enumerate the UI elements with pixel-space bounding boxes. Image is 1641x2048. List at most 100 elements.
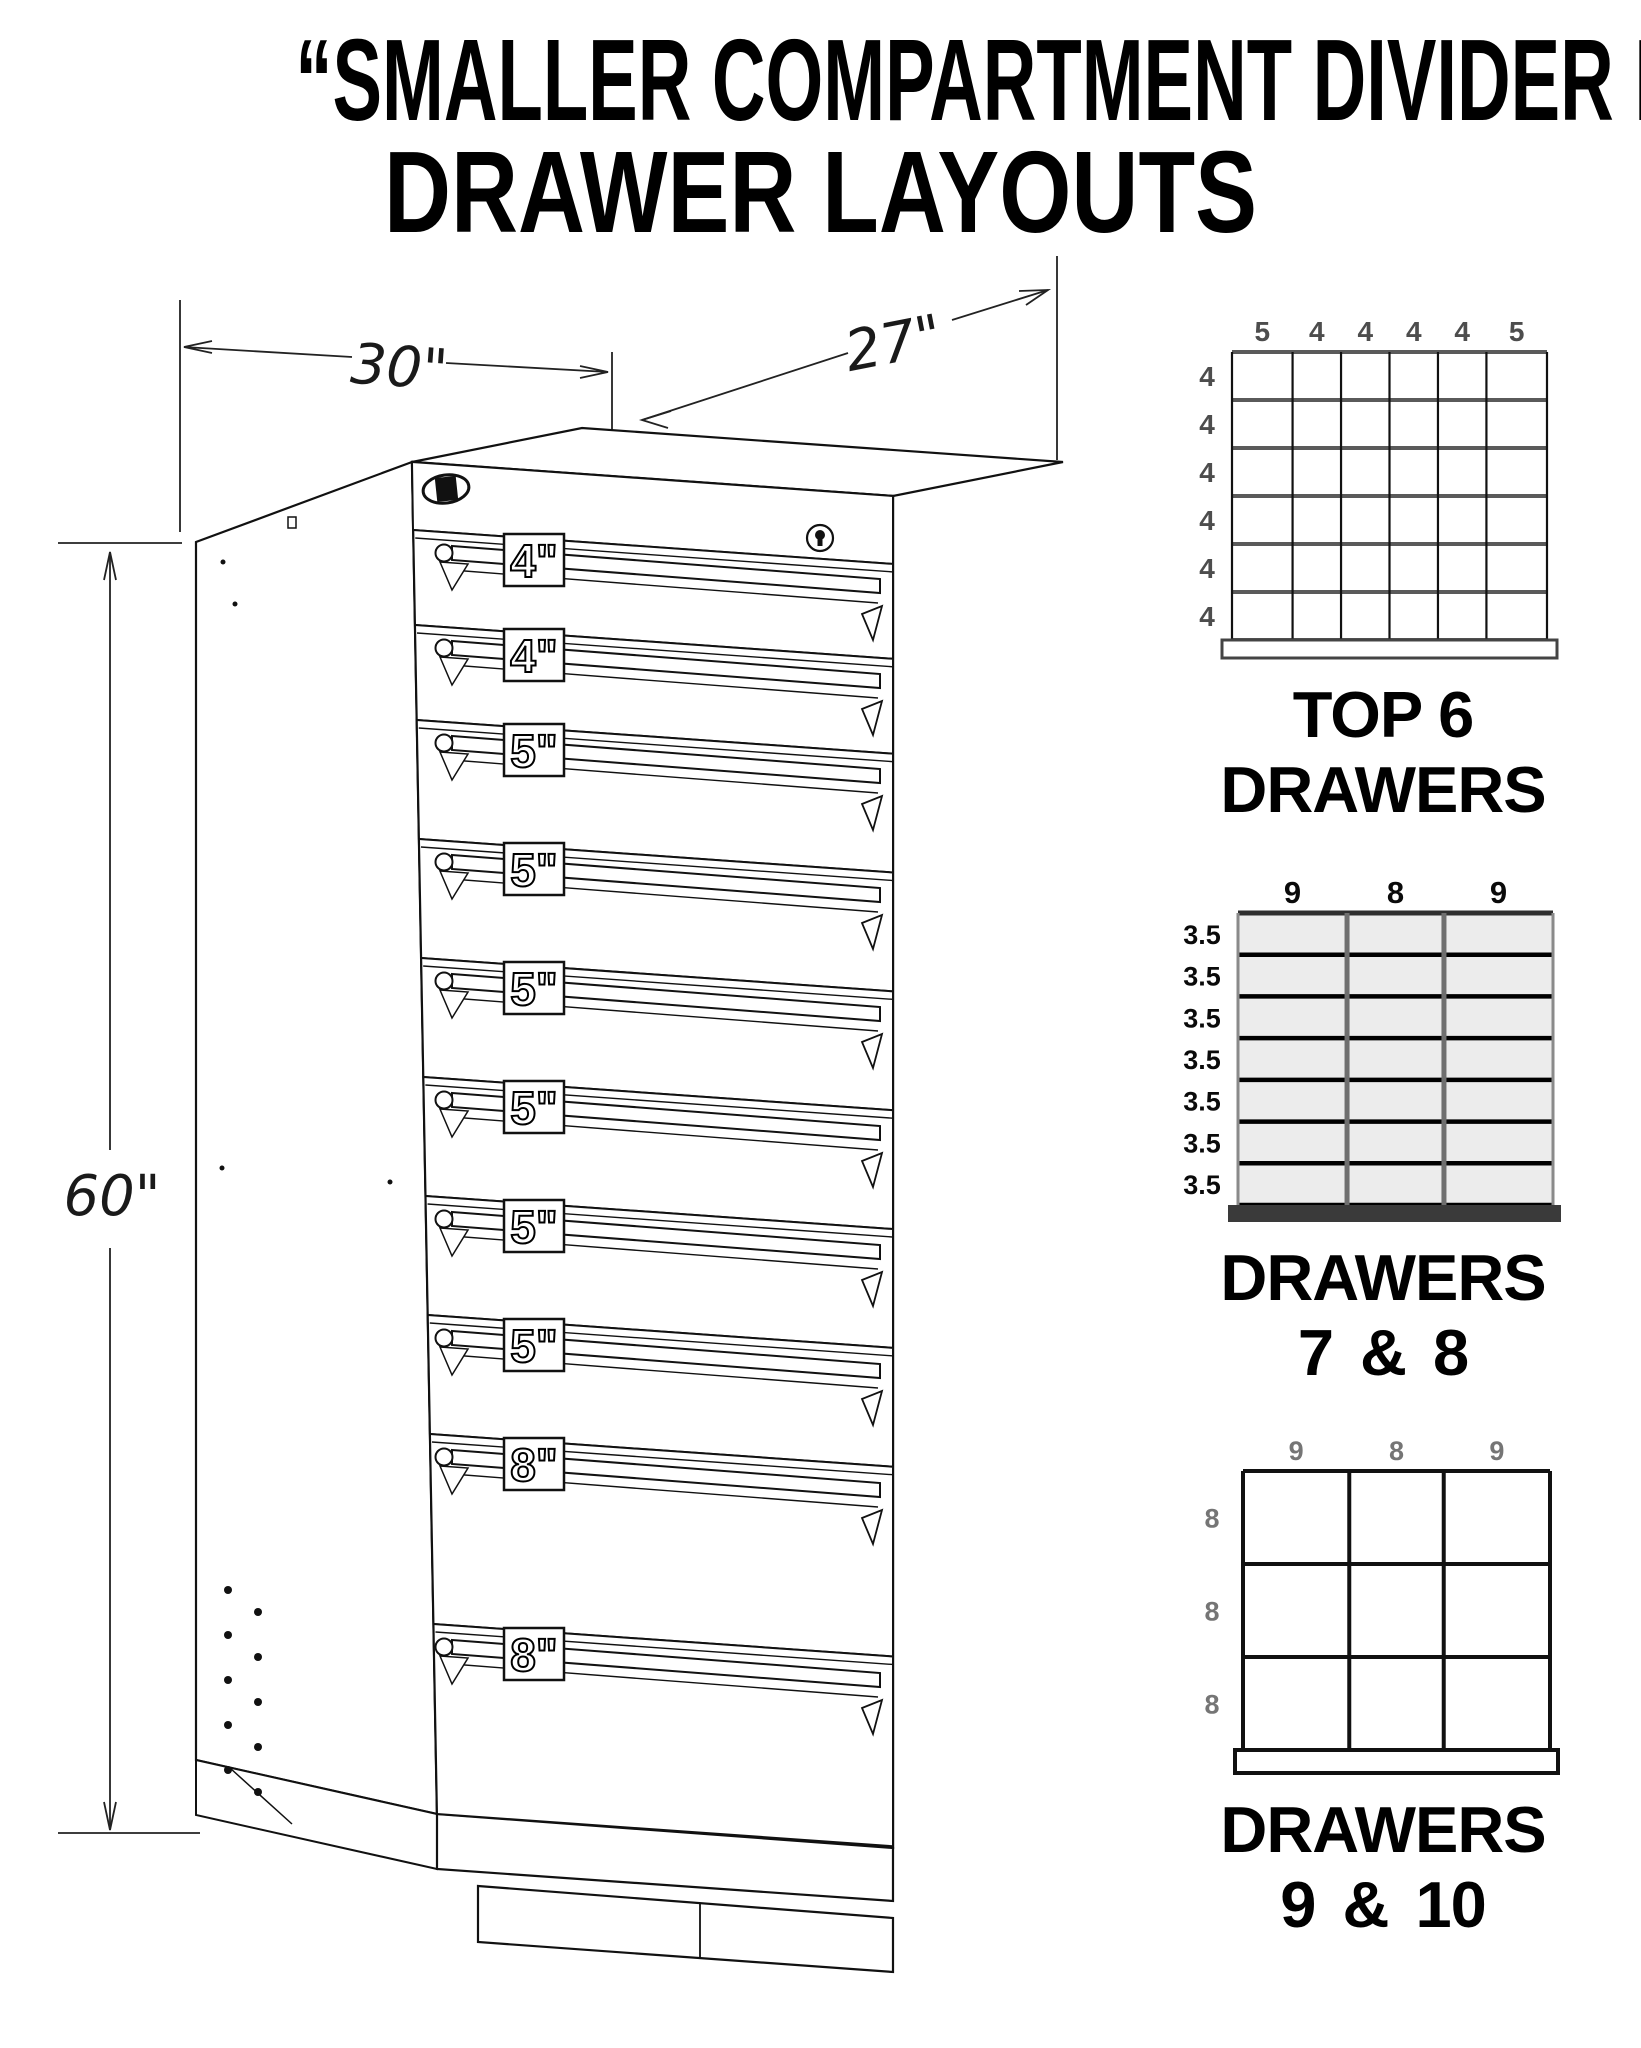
grid-row-label: 4 (1199, 553, 1215, 584)
drawer-size-chip (502, 841, 566, 897)
drawer-size-label: 4" (510, 535, 557, 587)
drawer-front: 5" (420, 956, 894, 1112)
layout-caption: TOP 6 (1293, 678, 1473, 751)
handle-end-cap (434, 1637, 454, 1657)
grid-col-label: 9 (1489, 1436, 1504, 1466)
handle-right-bracket (860, 1032, 884, 1071)
drawer-size-label: 5" (510, 1201, 557, 1253)
handle-right-bracket (860, 1151, 884, 1190)
arrowhead (183, 340, 213, 354)
title-block: “SMALLER COMPARTMENT DIVIDER KIT“ DRAWER… (0, 22, 1641, 250)
drawer-top-edge (423, 965, 894, 1001)
drawer-stack: 4" 4" 5" 5" 5" 5" 5" 5" 8" 8" (412, 528, 894, 1848)
grid-col-label: 5 (1509, 316, 1525, 347)
handle-right-bracket (860, 1698, 884, 1737)
handle-left-bracket (438, 1108, 470, 1139)
arrowhead (103, 1801, 117, 1831)
grid-col-label: 4 (1454, 316, 1470, 347)
handle-end-cap (434, 1328, 454, 1348)
grid-row-label: 8 (1204, 1597, 1219, 1627)
layout-caption: DRAWERS (1220, 1241, 1545, 1314)
handle-right-bracket (860, 1270, 884, 1309)
dimension-line (445, 362, 609, 373)
drawer-front: 5" (417, 837, 894, 993)
cabinet-side-panel (194, 460, 439, 1816)
drawer-size-label: 5" (510, 1320, 557, 1372)
dimension-line (951, 289, 1049, 321)
drawer-size-chip (502, 1079, 566, 1135)
lock-ring-icon (421, 473, 471, 505)
grid-base-bar (1220, 638, 1559, 660)
handle-left-bracket (438, 1465, 470, 1496)
drawer-front: 4" (412, 528, 894, 660)
grid-row-label: 4 (1199, 409, 1215, 440)
arrowhead (1018, 288, 1052, 306)
layout-caption: DRAWERS (1220, 753, 1545, 826)
drawer-size-chip (502, 532, 566, 588)
grid-col-label: 9 (1289, 1436, 1304, 1466)
drawer-front: 5" (426, 1313, 894, 1468)
grid-row-label: 8 (1204, 1504, 1219, 1534)
drawer-front: 5" (415, 718, 894, 874)
handle-left-bracket (438, 751, 470, 782)
dimension-line (183, 346, 353, 358)
drawer-top-edge (416, 632, 894, 668)
grid-row-label: 4 (1199, 361, 1215, 392)
handle-right-bracket (860, 913, 884, 952)
handle-end-cap (434, 1090, 454, 1110)
grid-area (1243, 1471, 1550, 1750)
drawer-size-label: 5" (510, 963, 557, 1015)
grid-base-bar (1228, 1205, 1561, 1222)
handle-end-cap (434, 543, 454, 563)
drawer-size-label: 5" (510, 844, 557, 896)
drawer-size-label: 8" (510, 1439, 557, 1491)
drawer-size-label: 5" (510, 1082, 557, 1134)
handle-left-bracket (438, 561, 470, 592)
grid-row-label: 3.5 (1183, 920, 1221, 950)
drawer-size-chip (502, 722, 566, 778)
handle-left-bracket (438, 1655, 470, 1686)
drawer-size-label: 8" (510, 1629, 557, 1681)
drawer-size-chip (502, 960, 566, 1016)
drawer-top-edge (420, 846, 894, 882)
drawer-size-chip (502, 1626, 566, 1682)
dimension-height (58, 542, 200, 1834)
drawer-size-chip (502, 1198, 566, 1254)
handle-right-bracket (860, 794, 884, 833)
grid-base-bar (1233, 1748, 1560, 1775)
handle-end-cap (434, 638, 454, 658)
grid-col-label: 4 (1357, 316, 1373, 347)
keyhole-icon (805, 523, 835, 553)
handle-right-bracket (860, 1508, 884, 1547)
handle-left-bracket (438, 989, 470, 1020)
drawer-front: 5" (422, 1075, 894, 1231)
side-base-seam (229, 1767, 293, 1825)
drawer-front: 8" (432, 1622, 894, 1848)
drawer-top-edge (418, 727, 894, 763)
grid-row-label: 8 (1204, 1690, 1219, 1720)
grid-col-label: 9 (1490, 875, 1507, 910)
dimension-depth (638, 256, 1058, 460)
handle-left-bracket (438, 1346, 470, 1377)
handle-right-bracket (860, 1389, 884, 1428)
arrowhead (103, 551, 117, 581)
handle-end-cap (434, 1209, 454, 1229)
drawer-size-label: 5" (510, 725, 557, 777)
handle-end-cap (434, 1447, 454, 1467)
drawer-size-chip (502, 627, 566, 683)
vent-holes (224, 1586, 262, 1796)
grid-col-label: 9 (1284, 875, 1301, 910)
cabinet-plinth (435, 1812, 895, 1903)
grid-row-label: 3.5 (1183, 1003, 1221, 1033)
grid-col-label: 4 (1406, 316, 1422, 347)
drawer-size-chip (502, 1436, 566, 1492)
grid-row-label: 3.5 (1183, 1128, 1221, 1158)
page-subtitle: DRAWER LAYOUTS (383, 127, 1258, 257)
drawer-size-label: 4" (510, 630, 557, 682)
handle-left-bracket (438, 870, 470, 901)
handle-right-bracket (860, 604, 884, 643)
arrowhead (638, 410, 672, 429)
